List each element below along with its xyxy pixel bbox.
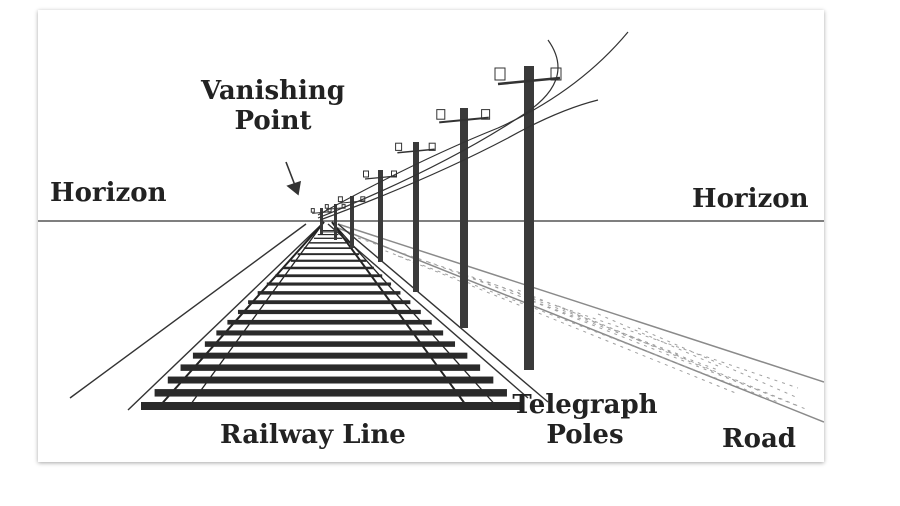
sleeper	[227, 319, 432, 325]
sleeper	[180, 364, 481, 371]
sleeper	[248, 300, 411, 305]
horizon-label-right: Horizon	[692, 184, 809, 214]
perspective-drawing	[38, 31, 824, 423]
railway-line-label: Railway Line	[220, 420, 406, 450]
sleeper	[275, 274, 383, 278]
telegraph-wires	[317, 31, 629, 221]
embankment	[69, 223, 549, 411]
horizon-label-left: Horizon	[50, 178, 167, 208]
sleeper	[237, 309, 421, 315]
sleeper	[192, 352, 468, 359]
sleeper	[313, 237, 343, 239]
road-label: Road	[722, 424, 796, 454]
vanishing-point-label-line1: Vanishing	[201, 76, 345, 106]
vanishing-point-label-line2: Point	[234, 106, 312, 136]
sleeper	[303, 247, 353, 250]
sleeper	[283, 266, 374, 270]
vanishing-point-label: Vanishing Point	[198, 76, 348, 136]
telegraph-poles-label: Telegraph Poles	[510, 390, 660, 450]
arrow-down-right-icon	[285, 161, 302, 196]
sleeper	[204, 341, 456, 347]
telegraph-poles	[310, 66, 562, 370]
sleeper	[320, 231, 336, 233]
sleeper	[154, 389, 507, 397]
sleeper	[322, 230, 334, 231]
telegraph-pole	[436, 108, 491, 328]
sleeper	[309, 242, 348, 244]
railway-track	[141, 221, 521, 410]
sleeper	[167, 376, 494, 384]
sleeper	[317, 233, 339, 236]
sleeper	[297, 253, 360, 256]
telegraph-pole	[337, 196, 366, 248]
telegraph-pole	[395, 142, 436, 292]
sleeper	[290, 259, 367, 262]
sleeper	[257, 291, 401, 295]
sleeper	[216, 330, 444, 336]
sleeper	[141, 402, 521, 410]
sleeper	[266, 282, 392, 286]
telegraph-poles-label-line1: Telegraph	[512, 390, 658, 420]
telegraph-poles-label-line2: Poles	[546, 420, 624, 450]
diagram-card: Vanishing Point Horizon Horizon Telegrap…	[38, 10, 824, 462]
telegraph-pole	[363, 170, 397, 262]
